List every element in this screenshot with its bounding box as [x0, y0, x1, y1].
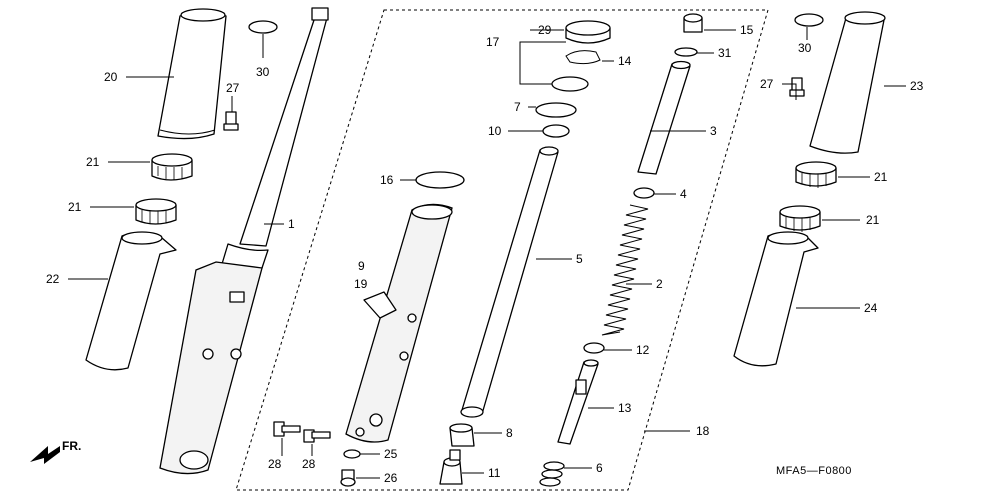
callout-26: 26: [384, 471, 398, 485]
callout-27b: 27: [760, 77, 774, 91]
callout-10: 10: [488, 124, 502, 138]
callout-2: 2: [656, 277, 663, 291]
callout-7: 7: [514, 100, 521, 114]
fork-spring: [601, 204, 649, 336]
bushing-10: [542, 124, 570, 138]
seal-ring-left: [248, 20, 278, 34]
callout-28b: 28: [302, 457, 316, 471]
spacer-3: [637, 60, 691, 175]
bolt-right: [789, 77, 805, 97]
upper-cover-right: [809, 11, 886, 154]
callout-21b: 21: [68, 200, 82, 214]
outer-tube: [345, 203, 453, 443]
subassembly-frame: [235, 9, 769, 491]
bushing-right-upper: [795, 161, 837, 188]
callout-8: 8: [506, 426, 513, 440]
callout-5: 5: [576, 252, 583, 266]
bushing-left-upper: [151, 153, 193, 181]
callout-11: 11: [488, 466, 501, 480]
slide-bushing-8: [449, 423, 475, 447]
callout-21a: 21: [86, 155, 100, 169]
callout-23: 23: [910, 79, 924, 93]
callout-22: 22: [46, 272, 60, 286]
leader-lines: [68, 27, 906, 479]
callout-30b: 30: [798, 41, 812, 55]
diagram-code: MFA5—F0800: [776, 465, 852, 477]
callout-15: 15: [740, 23, 754, 37]
callout-30a: 30: [256, 65, 270, 79]
callout-19: 19: [354, 277, 368, 291]
callouts: 1 2 3 4 5 6 7 8 9 10 11 12 13 14 15 16 1…: [46, 23, 924, 485]
damper-rod-13: [557, 359, 599, 445]
washer-25: [343, 449, 361, 459]
callout-9: 9: [358, 259, 365, 273]
lower-cover-left: [85, 231, 177, 371]
bolt-28b: [303, 429, 331, 443]
front-label: FR.: [62, 439, 81, 453]
bushing-left-lower: [135, 198, 177, 225]
callout-27a: 27: [226, 81, 240, 95]
seal-17: [551, 76, 589, 92]
callout-28a: 28: [268, 457, 282, 471]
washer-7: [535, 102, 577, 118]
callout-13: 13: [618, 401, 632, 415]
callout-20: 20: [104, 70, 118, 84]
piston-ring-12: [583, 342, 605, 354]
callout-1: 1: [288, 217, 295, 231]
callout-12: 12: [636, 343, 650, 357]
callout-3: 3: [710, 124, 717, 138]
fork-assembly: [159, 7, 329, 475]
spring-seat-4: [633, 187, 655, 199]
bushing-right-lower: [779, 205, 821, 232]
inner-tube: [460, 146, 559, 418]
o-ring-31: [674, 47, 698, 57]
oil-lock-piece-11: [439, 449, 463, 485]
oil-seal-29: [565, 20, 611, 44]
rebound-spring-6: [539, 461, 565, 487]
callout-21c: 21: [874, 170, 888, 184]
front-direction-arrow: FR.: [30, 439, 81, 464]
callout-24: 24: [864, 301, 878, 315]
callout-17: 17: [486, 35, 500, 49]
lower-cover-right: [733, 231, 819, 367]
upper-cover-left: [157, 8, 227, 140]
fork-cap-bolt: [683, 13, 703, 33]
bolt-26: [340, 469, 356, 487]
seal-ring-right: [794, 13, 824, 27]
callout-31: 31: [718, 46, 732, 60]
clip-14: [565, 50, 601, 65]
bolt-left: [223, 111, 239, 131]
callout-6: 6: [596, 461, 603, 475]
callout-18: 18: [696, 424, 710, 438]
callout-29: 29: [538, 23, 552, 37]
callout-16: 16: [380, 173, 394, 187]
dust-seal: [415, 171, 465, 189]
callout-14: 14: [618, 54, 632, 68]
callout-4: 4: [680, 187, 687, 201]
callout-21d: 21: [866, 213, 880, 227]
callout-25: 25: [384, 447, 398, 461]
bolt-28a: [273, 421, 301, 437]
